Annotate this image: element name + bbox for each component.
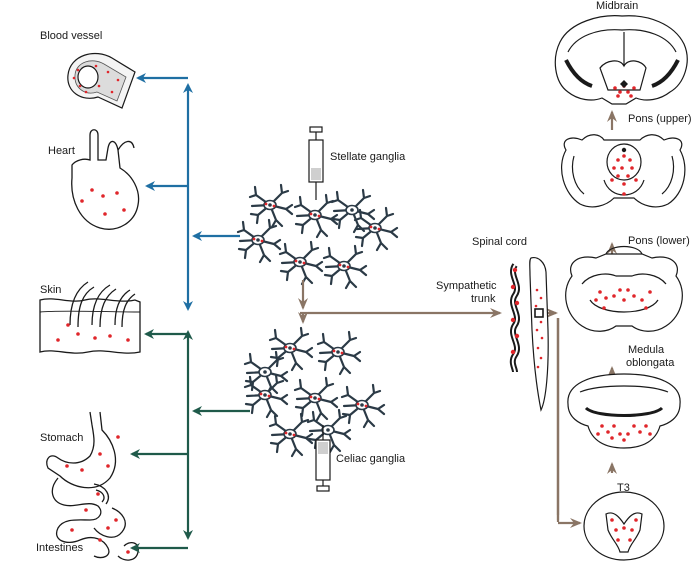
heart-illustration: [71, 129, 140, 230]
celiac-ganglia-label: Celiac ganglia: [336, 453, 406, 465]
pons-lower-section: [565, 245, 683, 332]
pons-lower-label: Pons (lower): [628, 235, 690, 247]
celiac-ganglia-cluster: [243, 328, 384, 456]
intestines-illustration: [51, 477, 139, 561]
pons-upper-section: [561, 134, 686, 208]
heart-label: Heart: [48, 145, 75, 157]
pons-upper-label: Pons (upper): [628, 113, 692, 125]
sympathetic-trunk: [509, 263, 520, 373]
stellate-ganglia-cluster: [238, 185, 397, 288]
medulla-label-line1: Medula: [628, 344, 665, 356]
midbrain-section: [554, 15, 688, 105]
intestines-label: Intestines: [36, 542, 84, 554]
stomach-label: Stomach: [40, 432, 84, 444]
stellate-ganglia-label: Stellate ganglia: [330, 151, 406, 163]
stomach-illustration: [46, 411, 120, 489]
blood-vessel-label: Blood vessel: [40, 30, 103, 42]
t3-label: T3: [617, 482, 630, 494]
spinal-cord-label: Spinal cord: [472, 236, 528, 248]
blood-vessel-illustration: [67, 52, 136, 109]
t3-section: [583, 491, 665, 561]
celiac-syringe: [315, 425, 331, 492]
sympathetic-trunk-label-line2: trunk: [471, 293, 496, 305]
blue-arrows: [136, 73, 240, 311]
stellate-syringe: [308, 126, 324, 200]
medulla-label-line2: oblongata: [626, 357, 675, 369]
midbrain-label: Midbrain: [596, 0, 639, 12]
skin-label: Skin: [40, 284, 62, 296]
skin-illustration: [39, 281, 141, 354]
spinal-cord: [529, 257, 549, 412]
sympathetic-trunk-label-line1: Sympathetic: [436, 280, 497, 292]
green-arrows: [130, 329, 250, 553]
medulla-section: [567, 373, 681, 449]
